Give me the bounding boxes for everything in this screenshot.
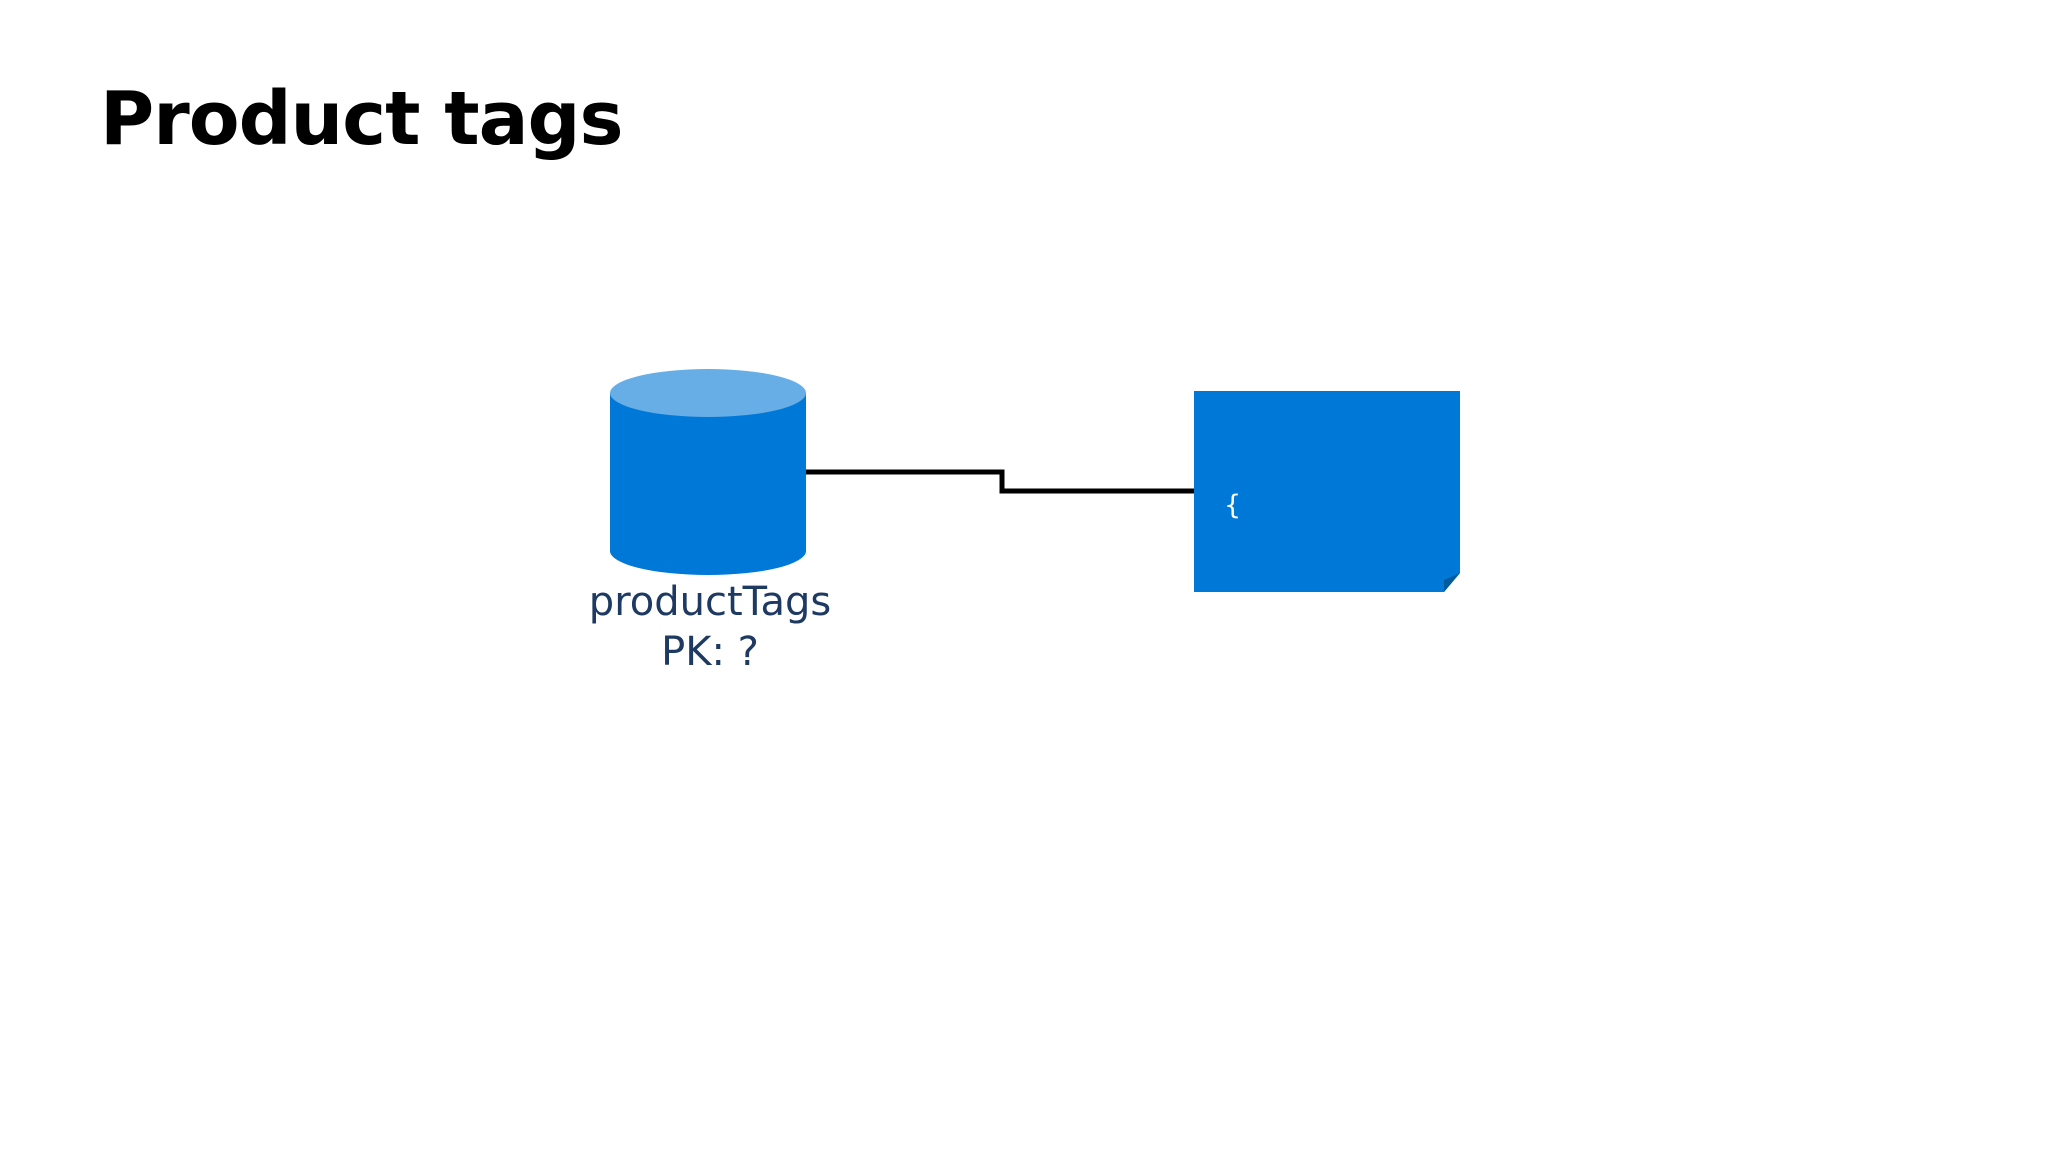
slide-title: Product tags — [100, 76, 624, 162]
document-fold — [1444, 573, 1460, 592]
database-cylinder-icon — [610, 369, 806, 575]
partition-key: PK: ? — [661, 629, 759, 675]
cylinder-top — [610, 369, 806, 417]
json-line: "name": "..." — [1224, 706, 1411, 737]
cylinder-body — [610, 393, 806, 575]
connector-line — [806, 469, 1196, 494]
document-json-text: { "id": "...", "name": "..." } — [1224, 416, 1411, 920]
json-line: } — [1224, 814, 1242, 845]
container-name: productTags — [588, 579, 832, 625]
document-shape — [1194, 391, 1460, 592]
container-label: productTags PK: ? — [560, 577, 860, 677]
json-line: { — [1224, 490, 1242, 521]
json-document-icon — [1194, 391, 1460, 592]
json-line: "id": "...", — [1224, 598, 1368, 629]
